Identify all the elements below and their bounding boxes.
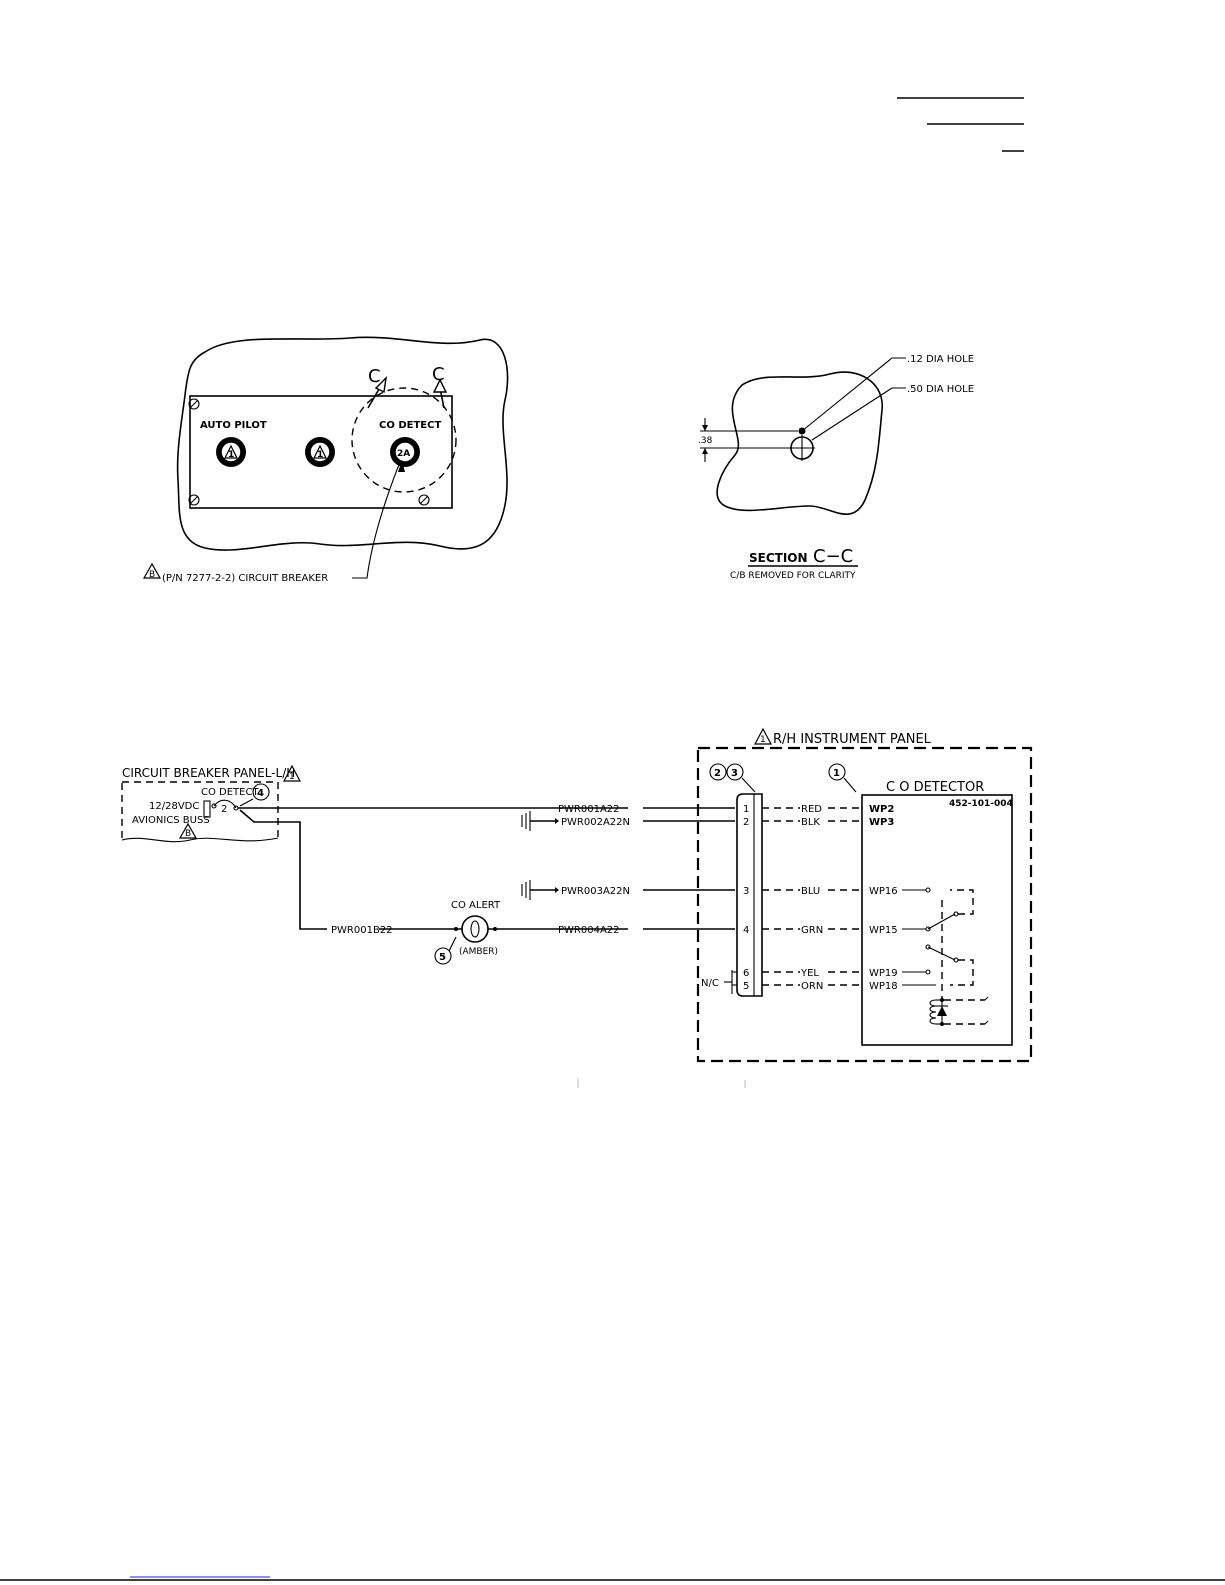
auto-pilot-label: AUTO PILOT [200, 420, 267, 431]
co-detect-label: CO DETECT [379, 420, 441, 431]
relay-coil [929, 996, 989, 1026]
spacing-value: .38 [698, 436, 713, 446]
rh-instrument-panel: 1 R/H INSTRUMENT PANEL [696, 727, 1033, 1063]
pin-5: 5 [743, 981, 749, 992]
section-title-mark: C−C [813, 546, 853, 567]
breaker-co-detect: 2A [390, 437, 420, 467]
color-code-2: BLK [801, 817, 820, 828]
connector: 2 3 1 2 3 4 6 5 N/C [701, 763, 763, 997]
connector-item-balloon-b: 3 [726, 763, 744, 781]
section-arrow-right: C [432, 364, 448, 409]
co-alert-lamp: CO ALERT (AMBER) 5 [425, 900, 546, 965]
co-alert-label: CO ALERT [451, 900, 501, 911]
panel-view: AUTO PILOT CO DETECT 1 1 2A C [142, 336, 509, 584]
terminal-wp16: WP16 [869, 886, 898, 897]
terminal-wp19: WP19 [869, 968, 898, 979]
svg-text:2: 2 [714, 768, 721, 779]
branch-wire-label: PWR001B22 [331, 925, 393, 936]
svg-text:B: B [149, 570, 155, 580]
cb-amps: 2 [221, 804, 227, 815]
detector-item-balloon: 1 [828, 763, 846, 781]
section-view: .12 DIA HOLE .50 DIA HOLE .38 SECTION C−… [698, 354, 974, 581]
section-mark-left: C [368, 366, 381, 387]
wire-pwr003a22n: PWR003A22N [521, 880, 735, 900]
breaker-middle-flag: 1 [317, 450, 323, 460]
section-subtitle: C/B REMOVED FOR CLARITY [730, 571, 856, 581]
section-break-outline [716, 371, 883, 516]
cb-panel-flag: 1 [283, 764, 301, 782]
pin-3: 3 [743, 886, 749, 897]
co-alert-color: (AMBER) [459, 947, 498, 957]
svg-text:1: 1 [760, 735, 766, 745]
color-code-1: RED [801, 804, 822, 815]
section-title-word: SECTION [749, 551, 808, 565]
detail-circle [351, 387, 457, 493]
wire-label-3: PWR003A22N [561, 886, 630, 897]
wire-label-1: PWR001A22 [558, 804, 620, 815]
color-code-4: GRN [801, 925, 823, 936]
connector-body [736, 793, 763, 997]
detector-title: C O DETECTOR [886, 780, 984, 795]
wire-pwr002a22n: PWR002A22N [521, 811, 735, 831]
terminal-wp2: WP2 [869, 804, 894, 815]
breaker-callout-leader [352, 461, 401, 579]
color-code-3: BLU [801, 886, 820, 897]
pin-2: 2 [743, 817, 749, 828]
section-mark-right: C [432, 364, 445, 385]
harness-lines [762, 807, 862, 986]
cb-breaker-label: CO DETECT [201, 787, 259, 798]
breaker-middle: 1 [305, 437, 335, 467]
wire-label-2: PWR002A22N [561, 817, 630, 828]
pin-4: 4 [743, 925, 749, 936]
svg-text:1: 1 [833, 768, 840, 779]
terminal-wp3: WP3 [869, 817, 894, 828]
svg-text:1: 1 [289, 772, 295, 782]
cb-voltage: 12/28VDC [149, 801, 199, 812]
large-hole-label: .50 DIA HOLE [907, 384, 974, 395]
detector-box [861, 794, 1013, 1046]
co-detector: 1 C O DETECTOR 452-101-004 WP2 WP3 WP16 … [828, 763, 1013, 1046]
panel-break-outline [176, 336, 509, 551]
pin-6: 6 [743, 968, 749, 979]
section-arrow-left: C [367, 366, 387, 409]
cb-panel-title: CIRCUIT BREAKER PANEL-L/H [122, 766, 295, 780]
breaker-co-detect-rating: 2A [397, 449, 410, 459]
wire-pwr001b22 [239, 809, 327, 930]
circuit-breaker-panel: CIRCUIT BREAKER PANEL-L/H 1 12/28VDC AVI… [121, 764, 301, 843]
co-alert-item-balloon: 5 [434, 947, 452, 965]
svg-text:5: 5 [439, 952, 446, 963]
detector-part-number: 452-101-004 [949, 799, 1013, 809]
relay-contacts [902, 887, 974, 1000]
breaker-auto-pilot: 1 [216, 437, 246, 467]
breaker-callout-flag: B [142, 562, 162, 580]
terminal-wp15: WP15 [869, 925, 898, 936]
connector-item-balloon-a: 2 [709, 763, 727, 781]
breaker-callout-text: (P/N 7277-2-2) CIRCUIT BREAKER [162, 573, 328, 584]
title-block-rules [897, 97, 1024, 152]
pin-1: 1 [743, 804, 749, 815]
hole-spacing-dimension: .38 [698, 418, 798, 462]
rh-panel-title: R/H INSTRUMENT PANEL [773, 732, 932, 747]
panel-screws [188, 398, 430, 506]
color-code-6: YEL [800, 968, 819, 979]
svg-text:4: 4 [257, 788, 264, 799]
breaker-auto-pilot-flag: 1 [228, 450, 234, 460]
small-hole-label: .12 DIA HOLE [907, 354, 974, 365]
wiring-schematic: CIRCUIT BREAKER PANEL-L/H 1 12/28VDC AVI… [121, 727, 1033, 1063]
svg-text:3: 3 [731, 768, 738, 779]
nc-label: N/C [701, 978, 719, 989]
buss-flag: B [178, 822, 198, 839]
cb-breaker-symbol [203, 800, 211, 818]
color-code-5: ORN [801, 981, 823, 992]
rh-panel-flag: 1 [754, 727, 772, 745]
wire-label-4: PWR004A22 [558, 925, 620, 936]
cb-item-balloon: 4 [252, 783, 270, 801]
terminal-wp18: WP18 [869, 981, 898, 992]
cb-buss: AVIONICS BUSS [132, 815, 210, 826]
svg-text:B: B [185, 829, 191, 839]
breaker-panel-plate [189, 395, 453, 509]
